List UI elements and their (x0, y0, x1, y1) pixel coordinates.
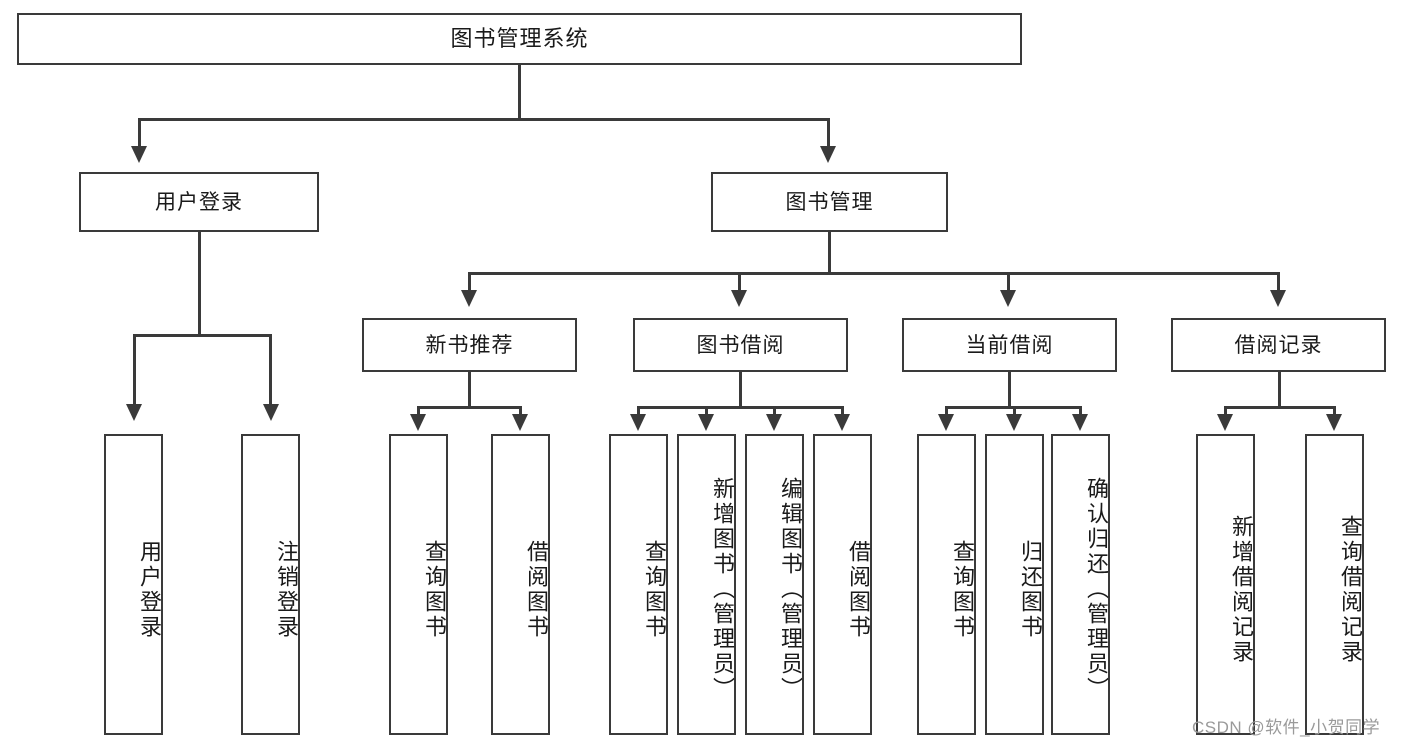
leaf-label: 新增借阅记录 (1229, 514, 1254, 665)
arrow-to-borrow-record (1270, 290, 1286, 307)
leaf-add-book-admin[interactable]: 新增图书（管理员） (677, 434, 736, 735)
leaf-label: 确认归还（管理员） (1084, 477, 1109, 702)
connector-book-borrow-stem (739, 372, 742, 408)
arrow-to-leaf-confirm-return (1072, 414, 1088, 431)
leaf-label: 查询借阅记录 (1338, 514, 1363, 665)
node-book-management[interactable]: 图书管理 (711, 172, 948, 232)
arrow-to-current-borrow (1000, 290, 1016, 307)
connector-level2-drop-2 (738, 272, 741, 292)
leaf-query-book-new[interactable]: 查询图书 (389, 434, 448, 735)
arrow-to-leaf-logout (263, 404, 279, 421)
node-current-borrow[interactable]: 当前借阅 (902, 318, 1117, 372)
arrow-to-book-manage (820, 146, 836, 163)
node-root-system[interactable]: 图书管理系统 (17, 13, 1022, 65)
arrow-to-leaf-query-record (1326, 414, 1342, 431)
arrow-to-leaf-add-book (698, 414, 714, 431)
arrow-to-leaf-borrow-book-2 (834, 414, 850, 431)
connector-current-borrow-stem (1008, 372, 1011, 408)
connector-borrow-record-drop-1 (1224, 406, 1227, 416)
node-label: 用户登录 (155, 190, 243, 214)
arrow-to-leaf-query-book-3 (938, 414, 954, 431)
connector-level2-drop-4 (1277, 272, 1280, 292)
arrow-to-leaf-return-book (1006, 414, 1022, 431)
connector-level1-drop-1 (138, 118, 141, 148)
node-new-book-recommend[interactable]: 新书推荐 (362, 318, 577, 372)
connector-level1-bus (138, 118, 830, 121)
node-label: 图书借阅 (696, 333, 785, 357)
connector-borrow-record-drop-2 (1333, 406, 1336, 416)
leaf-label: 归还图书 (1018, 539, 1043, 640)
connector-user-login-drop-2 (269, 334, 272, 406)
connector-borrow-record-stem (1278, 372, 1281, 408)
connector-current-borrow-drop-1 (945, 406, 948, 416)
connector-new-book-stem (468, 372, 471, 408)
leaf-label: 查询图书 (950, 539, 975, 640)
node-label: 当前借阅 (965, 333, 1054, 357)
leaf-query-book-borrow[interactable]: 查询图书 (609, 434, 668, 735)
leaf-user-login[interactable]: 用户登录 (104, 434, 163, 735)
leaf-label: 查询图书 (642, 539, 667, 640)
connector-borrow-record-bus (1224, 406, 1336, 409)
connector-new-book-drop-1 (417, 406, 420, 416)
connector-level2-drop-3 (1007, 272, 1010, 292)
leaf-logout[interactable]: 注销登录 (241, 434, 300, 735)
arrow-to-leaf-add-record (1217, 414, 1233, 431)
connector-user-login-stem (198, 232, 201, 336)
connector-book-borrow-bus (637, 406, 844, 409)
leaf-label: 编辑图书（管理员） (778, 477, 803, 702)
leaf-label: 用户登录 (137, 539, 162, 640)
leaf-edit-book-admin[interactable]: 编辑图书（管理员） (745, 434, 804, 735)
connector-new-book-drop-2 (519, 406, 522, 416)
connector-new-book-bus (417, 406, 522, 409)
connector-book-manage-stem (828, 232, 831, 274)
leaf-confirm-return-admin[interactable]: 确认归还（管理员） (1051, 434, 1110, 735)
arrow-to-leaf-borrow-book-1 (512, 414, 528, 431)
arrow-to-new-book (461, 290, 477, 307)
connector-book-borrow-drop-2 (705, 406, 708, 416)
leaf-borrow-book[interactable]: 借阅图书 (813, 434, 872, 735)
arrow-to-book-borrow (731, 290, 747, 307)
leaf-borrow-book-new[interactable]: 借阅图书 (491, 434, 550, 735)
connector-current-borrow-drop-3 (1079, 406, 1082, 416)
connector-level1-drop-2 (827, 118, 830, 148)
node-label: 借阅记录 (1234, 333, 1323, 357)
leaf-return-book[interactable]: 归还图书 (985, 434, 1044, 735)
node-borrow-record[interactable]: 借阅记录 (1171, 318, 1386, 372)
leaf-label: 注销登录 (274, 539, 299, 640)
leaf-label: 借阅图书 (846, 539, 871, 640)
node-book-borrow[interactable]: 图书借阅 (633, 318, 848, 372)
node-label: 新书推荐 (425, 333, 514, 357)
leaf-add-borrow-record[interactable]: 新增借阅记录 (1196, 434, 1255, 735)
connector-book-borrow-drop-3 (773, 406, 776, 416)
node-user-login[interactable]: 用户登录 (79, 172, 319, 232)
node-label: 图书管理系统 (450, 26, 589, 51)
arrow-to-leaf-query-book-2 (630, 414, 646, 431)
leaf-query-book-current[interactable]: 查询图书 (917, 434, 976, 735)
connector-book-borrow-drop-4 (841, 406, 844, 416)
connector-user-login-bus (133, 334, 272, 337)
connector-root-stem (518, 65, 521, 119)
connector-level2-drop-1 (468, 272, 471, 292)
leaf-label: 借阅图书 (524, 539, 549, 640)
leaf-label: 查询图书 (422, 539, 447, 640)
arrow-to-leaf-user-login (126, 404, 142, 421)
connector-book-borrow-drop-1 (637, 406, 640, 416)
arrow-to-user-login (131, 146, 147, 163)
connector-level2-bus (468, 272, 1280, 275)
leaf-label: 新增图书（管理员） (710, 477, 735, 702)
arrow-to-leaf-query-book-1 (410, 414, 426, 431)
csdn-watermark: CSDN @软件_小贺同学 (1192, 718, 1381, 737)
leaf-query-borrow-record[interactable]: 查询借阅记录 (1305, 434, 1364, 735)
node-label: 图书管理 (785, 190, 874, 214)
arrow-to-leaf-edit-book (766, 414, 782, 431)
connector-current-borrow-drop-2 (1013, 406, 1016, 416)
connector-user-login-drop-1 (133, 334, 136, 406)
